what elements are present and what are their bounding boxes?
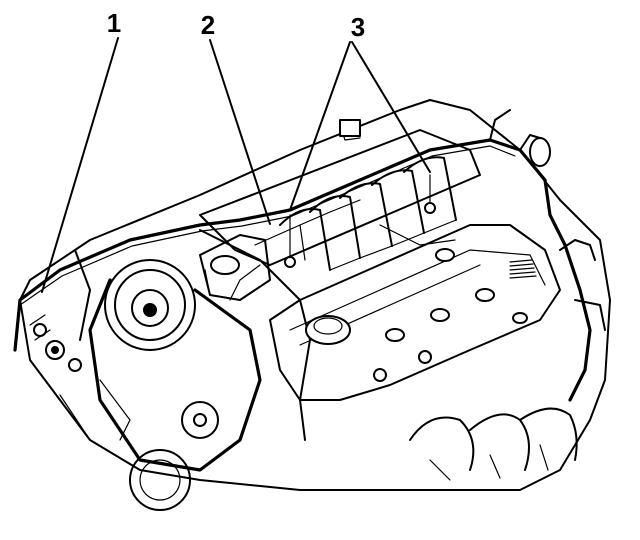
callout-2: 2: [201, 10, 215, 40]
callout-1: 1: [107, 8, 121, 38]
fuel-injector-bolts: [284, 119, 456, 268]
leader-line-2: [209, 39, 271, 225]
wiring-harness: [13, 109, 592, 441]
front-accessories: [29, 249, 262, 511]
engine-block: [19, 99, 611, 491]
leader-line-1: [41, 37, 119, 293]
callout-3: 3: [351, 12, 365, 42]
leader-line-3b: [351, 41, 431, 173]
coolant-reservoir: [199, 234, 271, 301]
valve-cover: [269, 224, 561, 401]
intake-manifold: [199, 129, 481, 271]
exhaust-manifold: [409, 239, 606, 481]
leader-line-3a: [289, 41, 351, 211]
leader-lines: [41, 37, 431, 293]
